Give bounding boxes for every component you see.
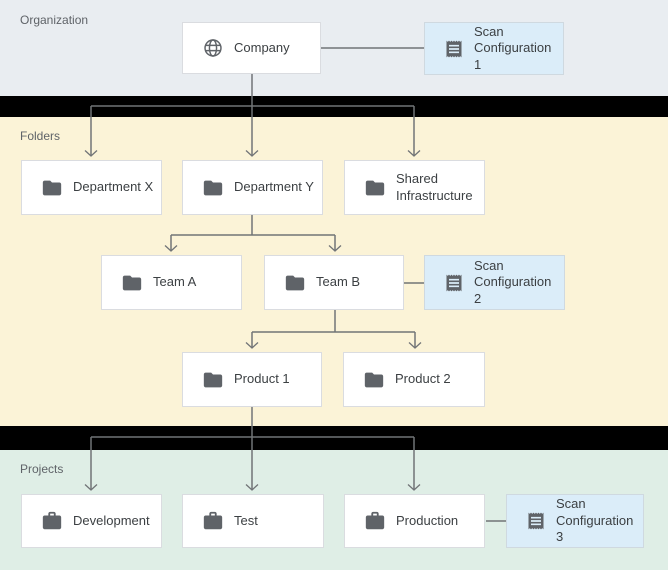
node-team-b: Team B bbox=[264, 255, 404, 310]
node-label: Team B bbox=[316, 274, 361, 290]
node-company: Company bbox=[182, 22, 321, 74]
node-label: Team A bbox=[153, 274, 197, 290]
node-department-x: Department X bbox=[21, 160, 162, 215]
node-department-y: Department Y bbox=[182, 160, 323, 215]
divider-bar-2 bbox=[0, 426, 668, 450]
node-label: Company bbox=[234, 39, 290, 55]
folder-icon bbox=[202, 177, 224, 199]
briefcase-icon bbox=[202, 510, 224, 532]
node-scan-configuration-3: Scan Configuration 3 bbox=[506, 494, 644, 548]
briefcase-icon bbox=[364, 510, 386, 532]
node-scan-configuration-2: Scan Configuration 2 bbox=[424, 255, 565, 310]
briefcase-icon bbox=[41, 510, 63, 532]
node-production: Production bbox=[344, 494, 485, 548]
receipt-icon bbox=[444, 273, 464, 293]
globe-icon bbox=[202, 37, 224, 59]
node-label: Scan Configuration 2 bbox=[474, 257, 552, 306]
node-product-2: Product 2 bbox=[343, 352, 485, 407]
folder-icon bbox=[202, 369, 224, 391]
projects-section-label: Projects bbox=[20, 462, 64, 476]
node-label: Product 1 bbox=[234, 371, 290, 387]
folder-icon bbox=[284, 272, 306, 294]
receipt-icon bbox=[444, 39, 464, 59]
folder-icon bbox=[363, 369, 385, 391]
node-label: Department X bbox=[73, 179, 154, 195]
node-label: Shared Infrastructure bbox=[396, 170, 473, 203]
receipt-icon bbox=[526, 511, 546, 531]
folder-icon bbox=[364, 177, 386, 199]
node-label: Scan Configuration 3 bbox=[556, 496, 634, 545]
node-test: Test bbox=[182, 494, 324, 548]
divider-bar-1 bbox=[0, 96, 668, 117]
folder-icon bbox=[41, 177, 63, 199]
folder-icon bbox=[121, 272, 143, 294]
node-label: Development bbox=[73, 512, 150, 528]
folders-section-label: Folders bbox=[20, 129, 61, 143]
node-product-1: Product 1 bbox=[182, 352, 322, 407]
node-label: Department Y bbox=[234, 179, 314, 195]
node-label: Product 2 bbox=[395, 371, 451, 387]
node-label: Production bbox=[396, 512, 459, 528]
organization-section bbox=[0, 0, 668, 96]
node-label: Test bbox=[234, 512, 258, 528]
node-shared-infrastructure: Shared Infrastructure bbox=[344, 160, 485, 215]
node-scan-configuration-1: Scan Configuration 1 bbox=[424, 22, 564, 75]
organization-section-label: Organization bbox=[20, 13, 89, 27]
node-team-a: Team A bbox=[101, 255, 242, 310]
node-development: Development bbox=[21, 494, 162, 548]
node-label: Scan Configuration 1 bbox=[474, 23, 552, 72]
